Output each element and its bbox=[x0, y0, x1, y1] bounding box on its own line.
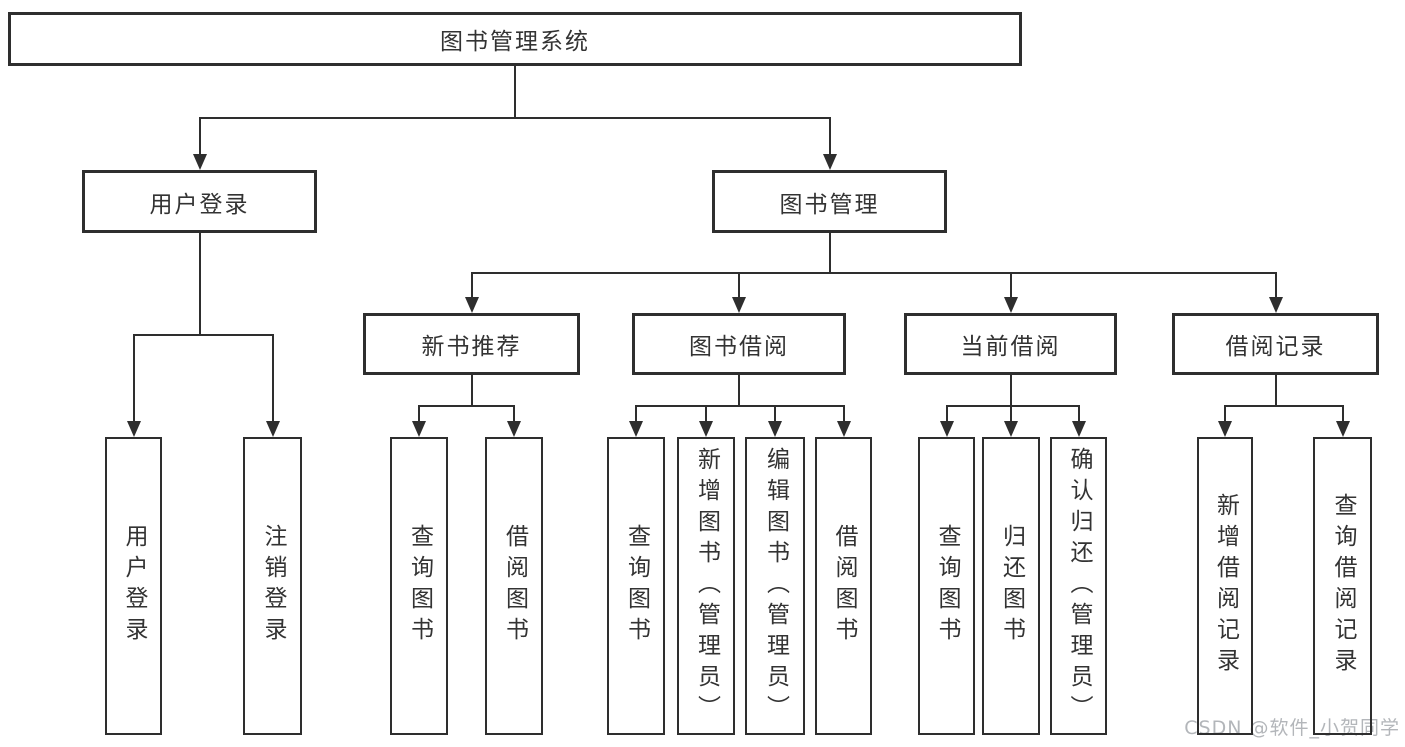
arrow-head-icon bbox=[939, 421, 954, 437]
arrow-head-icon bbox=[1218, 421, 1232, 437]
connector-line bbox=[828, 118, 831, 156]
node-logout-action: 注销登录 bbox=[243, 437, 302, 735]
connector-line bbox=[470, 272, 1277, 274]
connector-line bbox=[635, 406, 637, 423]
arrow-head-icon bbox=[768, 421, 782, 437]
node-user-login: 用户登录 bbox=[82, 170, 317, 233]
arrow-head-icon bbox=[629, 421, 643, 437]
node-label-user-login-action: 用户登录 bbox=[121, 524, 147, 648]
csdn-watermark: CSDN @软件_小贺同学 bbox=[1184, 717, 1400, 739]
node-query-books-borrow: 查询图书 bbox=[607, 437, 665, 735]
connector-line bbox=[1077, 406, 1080, 423]
connector-line bbox=[470, 375, 473, 406]
node-label-return-books: 归还图书 bbox=[998, 524, 1025, 648]
arrow-head-icon bbox=[699, 421, 713, 437]
node-label-borrow-books-borrow: 借阅图书 bbox=[831, 524, 857, 648]
node-label-logout-action: 注销登录 bbox=[260, 524, 286, 648]
connector-line bbox=[1274, 273, 1277, 299]
connector-line bbox=[418, 405, 515, 407]
node-edit-books-admin: 编辑图书（管理员） bbox=[745, 437, 805, 735]
node-label-book-borrow: 图书借阅 bbox=[689, 334, 789, 360]
arrow-head-icon bbox=[822, 154, 837, 170]
node-label-add-borrow-record: 新增借阅记录 bbox=[1212, 493, 1239, 679]
arrow-head-icon bbox=[126, 421, 141, 437]
connector-line bbox=[635, 405, 845, 407]
node-query-books-rec: 查询图书 bbox=[390, 437, 448, 735]
arrow-head-icon bbox=[192, 154, 207, 170]
arrow-head-icon bbox=[732, 297, 746, 313]
connector-line bbox=[514, 66, 516, 118]
connector-line bbox=[418, 406, 420, 423]
node-book-mgmt: 图书管理 bbox=[712, 170, 947, 233]
arrow-head-icon bbox=[1003, 297, 1018, 313]
connector-line bbox=[470, 273, 473, 299]
arrow-head-icon bbox=[265, 421, 280, 437]
node-label-new-book-rec: 新书推荐 bbox=[421, 334, 522, 360]
connector-line bbox=[1224, 405, 1344, 407]
node-label-user-login: 用户登录 bbox=[149, 191, 250, 218]
node-current-borrow: 当前借阅 bbox=[904, 313, 1117, 375]
node-label-query-books-rec: 查询图书 bbox=[406, 524, 433, 648]
connector-line bbox=[198, 117, 831, 119]
node-book-borrow: 图书借阅 bbox=[632, 313, 846, 375]
connector-line bbox=[842, 406, 845, 423]
arrow-head-icon bbox=[464, 297, 479, 313]
node-root: 图书管理系统 bbox=[8, 12, 1022, 66]
connector-line bbox=[132, 334, 274, 336]
connector-line bbox=[738, 273, 740, 299]
connector-line bbox=[1274, 375, 1277, 406]
node-borrow-books-borrow: 借阅图书 bbox=[815, 437, 872, 735]
arrow-head-icon bbox=[1268, 297, 1283, 313]
connector-line bbox=[513, 406, 515, 423]
node-label-edit-books-admin: 编辑图书（管理员） bbox=[762, 446, 789, 726]
connector-line bbox=[945, 405, 1080, 407]
arrow-head-icon bbox=[1071, 421, 1086, 437]
node-query-borrow-record: 查询借阅记录 bbox=[1313, 437, 1372, 735]
connector-line bbox=[705, 406, 707, 423]
connector-line bbox=[738, 375, 740, 406]
node-borrow-books-rec: 借阅图书 bbox=[485, 437, 543, 735]
connector-line bbox=[198, 118, 201, 156]
connector-line bbox=[132, 335, 135, 423]
node-label-query-borrow-record: 查询借阅记录 bbox=[1330, 493, 1356, 679]
node-add-books-admin: 新增图书（管理员） bbox=[677, 437, 735, 735]
connector-line bbox=[1224, 406, 1226, 423]
connector-line bbox=[1009, 375, 1012, 406]
node-label-book-mgmt: 图书管理 bbox=[779, 191, 880, 218]
node-borrow-records: 借阅记录 bbox=[1172, 313, 1379, 375]
node-label-query-books-current: 查询图书 bbox=[934, 524, 960, 648]
arrow-head-icon bbox=[1004, 421, 1018, 437]
node-add-borrow-record: 新增借阅记录 bbox=[1197, 437, 1253, 735]
node-query-books-current: 查询图书 bbox=[918, 437, 975, 735]
node-new-book-rec: 新书推荐 bbox=[363, 313, 580, 375]
node-label-root: 图书管理系统 bbox=[440, 29, 590, 55]
connector-line bbox=[828, 233, 831, 273]
connector-line bbox=[1341, 406, 1344, 423]
connector-line bbox=[774, 406, 776, 423]
node-label-add-books-admin: 新增图书（管理员） bbox=[693, 446, 720, 726]
arrow-head-icon bbox=[412, 421, 426, 437]
connector-line bbox=[198, 233, 201, 335]
connector-line bbox=[945, 406, 948, 423]
node-label-query-books-borrow: 查询图书 bbox=[623, 524, 650, 648]
node-label-current-borrow: 当前借阅 bbox=[960, 334, 1061, 360]
node-user-login-action: 用户登录 bbox=[105, 437, 162, 735]
node-label-borrow-records: 借阅记录 bbox=[1225, 334, 1326, 360]
arrow-head-icon bbox=[836, 421, 851, 437]
node-label-borrow-books-rec: 借阅图书 bbox=[501, 524, 528, 648]
arrow-head-icon bbox=[507, 421, 521, 437]
node-label-confirm-return-admin: 确认归还（管理员） bbox=[1066, 446, 1092, 726]
connector-line bbox=[1009, 273, 1012, 299]
node-confirm-return-admin: 确认归还（管理员） bbox=[1050, 437, 1107, 735]
connector-line bbox=[271, 335, 274, 423]
arrow-head-icon bbox=[1335, 421, 1350, 437]
node-return-books: 归还图书 bbox=[982, 437, 1040, 735]
connector-line bbox=[1010, 406, 1012, 423]
